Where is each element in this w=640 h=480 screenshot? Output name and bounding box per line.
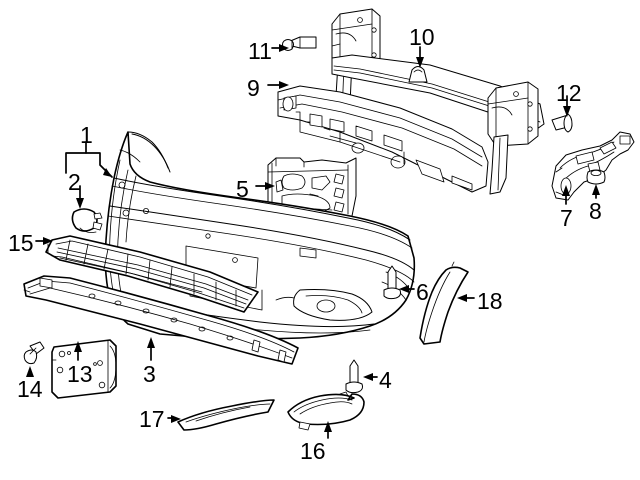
callout-label-2[interactable]: 2	[68, 169, 81, 195]
callout-label-5[interactable]: 5	[236, 176, 249, 202]
callout-label-18[interactable]: 18	[477, 288, 503, 314]
part-lower-valance-spoiler	[23, 275, 299, 365]
callout-leaders	[26, 44, 600, 439]
part-mounting-bolt	[551, 113, 573, 133]
part-fog-light-bezel-cover	[287, 391, 365, 431]
part-bumper-impact-bar-reinforcement	[331, 8, 545, 195]
callout-label-14[interactable]: 14	[17, 376, 43, 402]
callout-label-12[interactable]: 12	[556, 80, 582, 106]
part-upper-grille-insert	[45, 235, 259, 313]
part-tow-hook-cover	[71, 208, 103, 233]
callout-label-11[interactable]: 11	[248, 38, 272, 64]
callout-label-9[interactable]: 9	[247, 75, 260, 101]
part-license-plate-bracket	[51, 339, 117, 399]
callout-label-8[interactable]: 8	[589, 198, 602, 224]
callout-label-13[interactable]: 13	[67, 361, 93, 387]
part-license-bracket-screw	[23, 341, 45, 365]
callout-label-7[interactable]: 7	[560, 205, 573, 231]
part-lower-trim-molding	[177, 399, 275, 431]
callout-label-6[interactable]: 6	[416, 279, 429, 305]
part-grommet-bushing	[586, 169, 606, 185]
part-energy-absorber	[277, 85, 489, 193]
callout-label-16[interactable]: 16	[300, 438, 326, 464]
part-bumper-side-end-trim	[419, 261, 469, 345]
callout-label-4[interactable]: 4	[379, 367, 392, 393]
callout-label-17[interactable]: 17	[139, 406, 165, 432]
callout-label-10[interactable]: 10	[409, 24, 435, 50]
part-push-pin-retainer-clip	[345, 359, 363, 394]
part-push-pin-clip	[383, 265, 401, 300]
callout-label-3[interactable]: 3	[143, 361, 156, 387]
callout-label-1[interactable]: 1	[80, 122, 93, 148]
callout-label-15[interactable]: 15	[8, 230, 34, 256]
